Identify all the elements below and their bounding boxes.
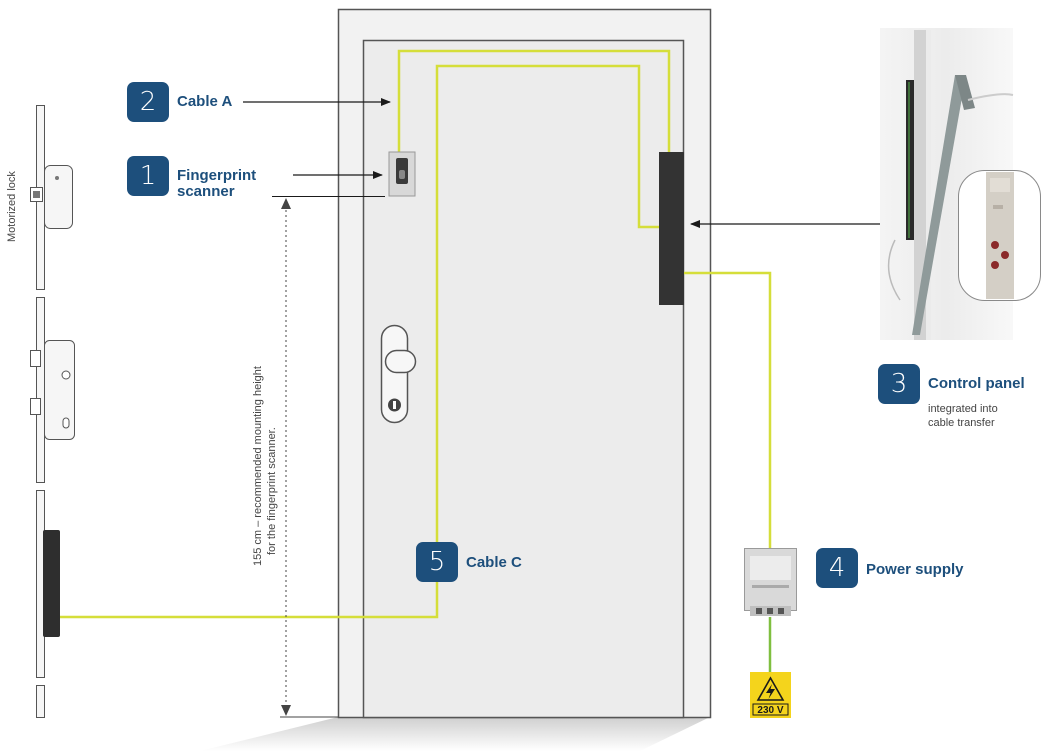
motorized-lock-label: Motorized lock xyxy=(6,171,18,242)
badge-5: 5 xyxy=(416,542,458,582)
mounting-height-line-1: 155 cm – recommended mounting height xyxy=(252,366,264,566)
fingerprint-scanner-label: Fingerprint scanner xyxy=(177,168,256,200)
height-dimension xyxy=(280,198,338,718)
control-panel-subtitle-line-2: cable transfer xyxy=(928,417,995,429)
floor-shadow xyxy=(200,717,710,751)
cable-c-label: Cable C xyxy=(466,554,522,571)
door-handle-icon xyxy=(380,324,417,424)
fingerprint-scanner-icon xyxy=(388,151,416,197)
power-supply-icon xyxy=(744,548,797,616)
voltage-label: 230 V xyxy=(757,705,783,716)
cable-a-label: Cable A xyxy=(177,93,233,110)
door-leaf xyxy=(362,39,685,719)
badge-3: 3 xyxy=(878,364,920,404)
mounting-height-label: 155 cm – recommended mounting height for… xyxy=(251,366,279,566)
cable-a xyxy=(397,49,671,152)
badge-2: 2 xyxy=(127,82,169,122)
control-panel-photo xyxy=(880,28,1041,340)
lightning-warning-icon: 230 V xyxy=(750,672,791,718)
fingerprint-scanner-label-line-1: Fingerprint xyxy=(177,167,257,184)
control-panel-subtitle: integrated into cable transfer xyxy=(928,402,998,430)
fingerprint-scanner-label-line-2: scanner xyxy=(177,183,235,200)
cable-transfer xyxy=(659,152,684,305)
control-panel-label: Control panel xyxy=(928,375,1025,392)
motorized-lock xyxy=(30,105,75,718)
cable-power xyxy=(683,271,772,548)
badge-4: 4 xyxy=(816,548,858,588)
cable-b xyxy=(58,64,659,619)
control-panel-subtitle-line-1: integrated into xyxy=(928,403,998,415)
mounting-height-line-2: for the fingerprint scanner. xyxy=(266,427,278,555)
power-supply-label: Power supply xyxy=(866,561,964,578)
badge-1: 1 xyxy=(127,156,169,196)
